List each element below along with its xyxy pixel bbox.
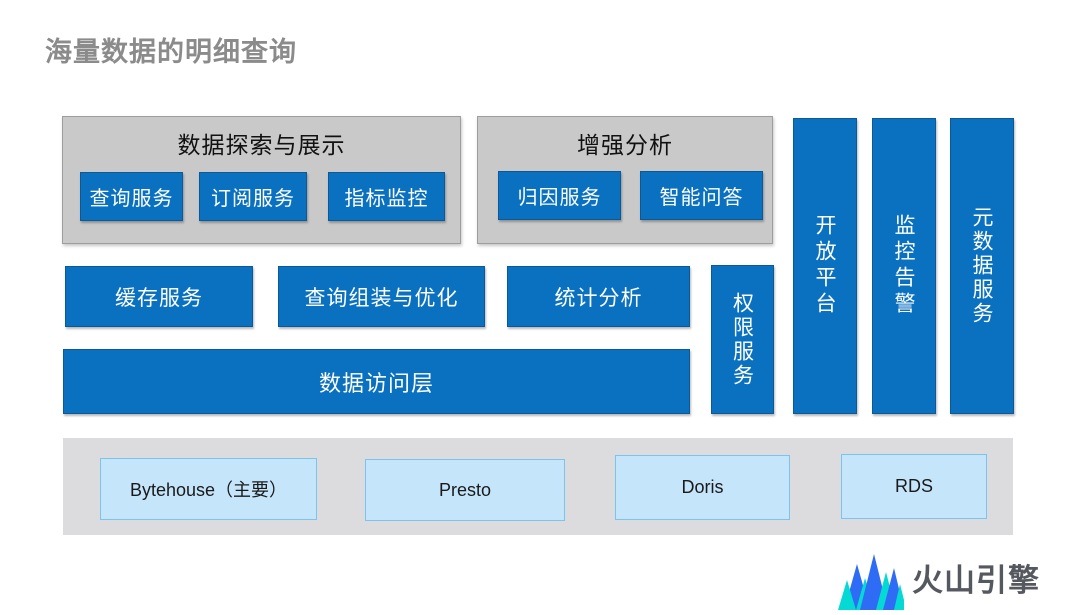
bar-permission-service: 权限服务 — [711, 265, 774, 414]
box-intelligent-qa: 智能问答 — [640, 171, 763, 220]
box-rds: RDS — [841, 454, 987, 519]
volcano-engine-logo-text: 火山引擎 — [912, 563, 1040, 598]
box-statistical-analysis: 统计分析 — [507, 266, 690, 327]
box-attribution-service: 归因服务 — [498, 171, 621, 220]
box-presto: Presto — [365, 459, 565, 521]
box-subscribe-service: 订阅服务 — [199, 172, 307, 221]
volcano-mountains-icon — [838, 554, 904, 610]
panel-enhanced-analysis-header: 增强分析 — [577, 133, 673, 158]
bar-open-platform: 开放平台 — [793, 118, 857, 414]
box-data-access-layer: 数据访问层 — [63, 349, 690, 414]
panel-data-exploration-header: 数据探索与展示 — [177, 133, 346, 158]
box-cache-service: 缓存服务 — [65, 266, 253, 327]
box-metric-monitoring: 指标监控 — [328, 172, 445, 221]
page-title: 海量数据的明细查询 — [45, 37, 297, 67]
engine-strip: Bytehouse（主要） Presto Doris RDS — [63, 438, 1013, 535]
bar-metadata-service: 元数据服务 — [950, 118, 1014, 414]
bar-monitoring-alerting: 监控告警 — [872, 118, 936, 414]
volcano-engine-logo: 火山引擎 — [838, 550, 1048, 612]
box-doris: Doris — [615, 455, 790, 520]
box-bytehouse: Bytehouse（主要） — [100, 458, 317, 520]
box-query-assembly-optimization: 查询组装与优化 — [278, 266, 485, 327]
box-query-service: 查询服务 — [80, 172, 183, 221]
